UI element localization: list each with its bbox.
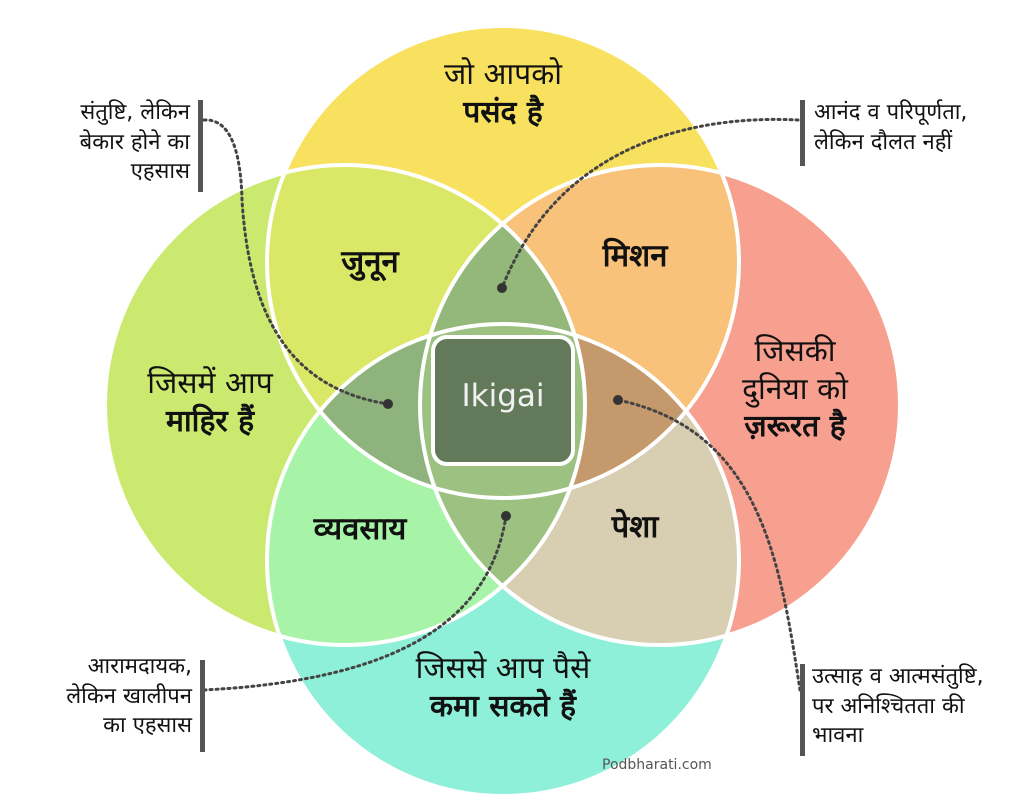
credit-text: Podbharati.com — [602, 757, 712, 773]
label-good-at: जिसमें आप माहिर हैं — [110, 365, 310, 440]
dot-top-right — [497, 283, 507, 293]
region-bottom-left-right — [420, 324, 585, 645]
label-love-line2: पसंद है — [463, 94, 543, 130]
label-mission: मिशन — [602, 238, 668, 274]
label-world-needs-line2: दुनिया को — [742, 371, 848, 407]
leader-line-top-right — [500, 117, 800, 290]
note-top-right-line1: आनंद व परिपूर्णता, — [814, 100, 968, 125]
label-paid-for: जिससे आप पैसे कमा सकते हैं — [353, 650, 653, 725]
dot-bottom-left — [501, 511, 511, 521]
note-bottom-left-line1: आरामदायक, — [87, 654, 192, 679]
ikigai-center — [431, 335, 575, 466]
label-good-at-line1: जिसमें आप — [147, 366, 273, 401]
region-top-left-bottom — [267, 324, 585, 498]
note-bottom-right-line1: उत्साह व आत्मसंतुष्टि, — [812, 664, 984, 689]
label-good-at-line2: माहिर हैं — [165, 403, 255, 439]
label-world-needs: जिसकी दुनिया को ज़रूरत है — [700, 333, 890, 446]
label-paid-for-line1: जिससे आप पैसे — [415, 651, 591, 686]
note-bottom-right-line2: पर अनिश्चितता की — [812, 693, 965, 719]
leader-line-bottom-right — [616, 398, 802, 692]
leader-line-bottom-left — [202, 514, 508, 692]
label-world-needs-line3: ज़रूरत है — [744, 409, 846, 444]
label-world-needs-line1: जिसकी — [754, 334, 836, 369]
note-bottom-left-line3: का एहसास — [103, 713, 192, 739]
note-bottom-left: आरामदायक, लेकिन खालीपन का एहसास — [30, 652, 192, 741]
note-top-left-line3: एहसास — [130, 159, 190, 185]
note-bottom-right-line3: भावना — [812, 723, 864, 749]
label-ikigai: Ikigai — [461, 378, 545, 414]
note-bottom-left-line2: लेकिन खालीपन — [66, 683, 192, 709]
dot-bottom-right — [613, 395, 623, 405]
dot-top-left — [383, 399, 393, 409]
note-bottom-right: उत्साह व आत्मसंतुष्टि, पर अनिश्चितता की … — [812, 662, 1030, 751]
outline-top — [265, 24, 741, 500]
note-top-right-line2: लेकिन दौलत नहीं — [814, 129, 953, 155]
label-profession: व्यवसाय — [313, 511, 407, 547]
note-top-left-line1: संतुष्टि, लेकिन — [80, 100, 190, 125]
label-love: जो आपको पसंद है — [383, 56, 623, 131]
label-vocation: पेशा — [611, 509, 659, 545]
leader-line-top-left — [202, 118, 390, 406]
region-top-right-bottom — [420, 324, 739, 498]
note-top-left-bar — [198, 100, 203, 192]
note-bottom-right-bar — [800, 664, 805, 756]
note-top-right: आनंद व परिपूर्णता, लेकिन दौलत नहीं — [814, 98, 1029, 157]
label-passion: जुनून — [341, 244, 399, 280]
outline-bottom — [265, 322, 741, 798]
outline-left — [103, 163, 587, 647]
outline-right — [418, 163, 902, 647]
note-top-left-line2: बेकार होने का — [79, 129, 190, 155]
note-top-left: संतुष्टि, लेकिन बेकार होने का एहसास — [30, 98, 190, 187]
label-paid-for-line2: कमा सकते हैं — [430, 688, 576, 724]
label-love-line1: जो आपको — [443, 57, 563, 92]
note-top-right-bar — [800, 100, 805, 166]
note-bottom-left-bar — [200, 660, 205, 752]
